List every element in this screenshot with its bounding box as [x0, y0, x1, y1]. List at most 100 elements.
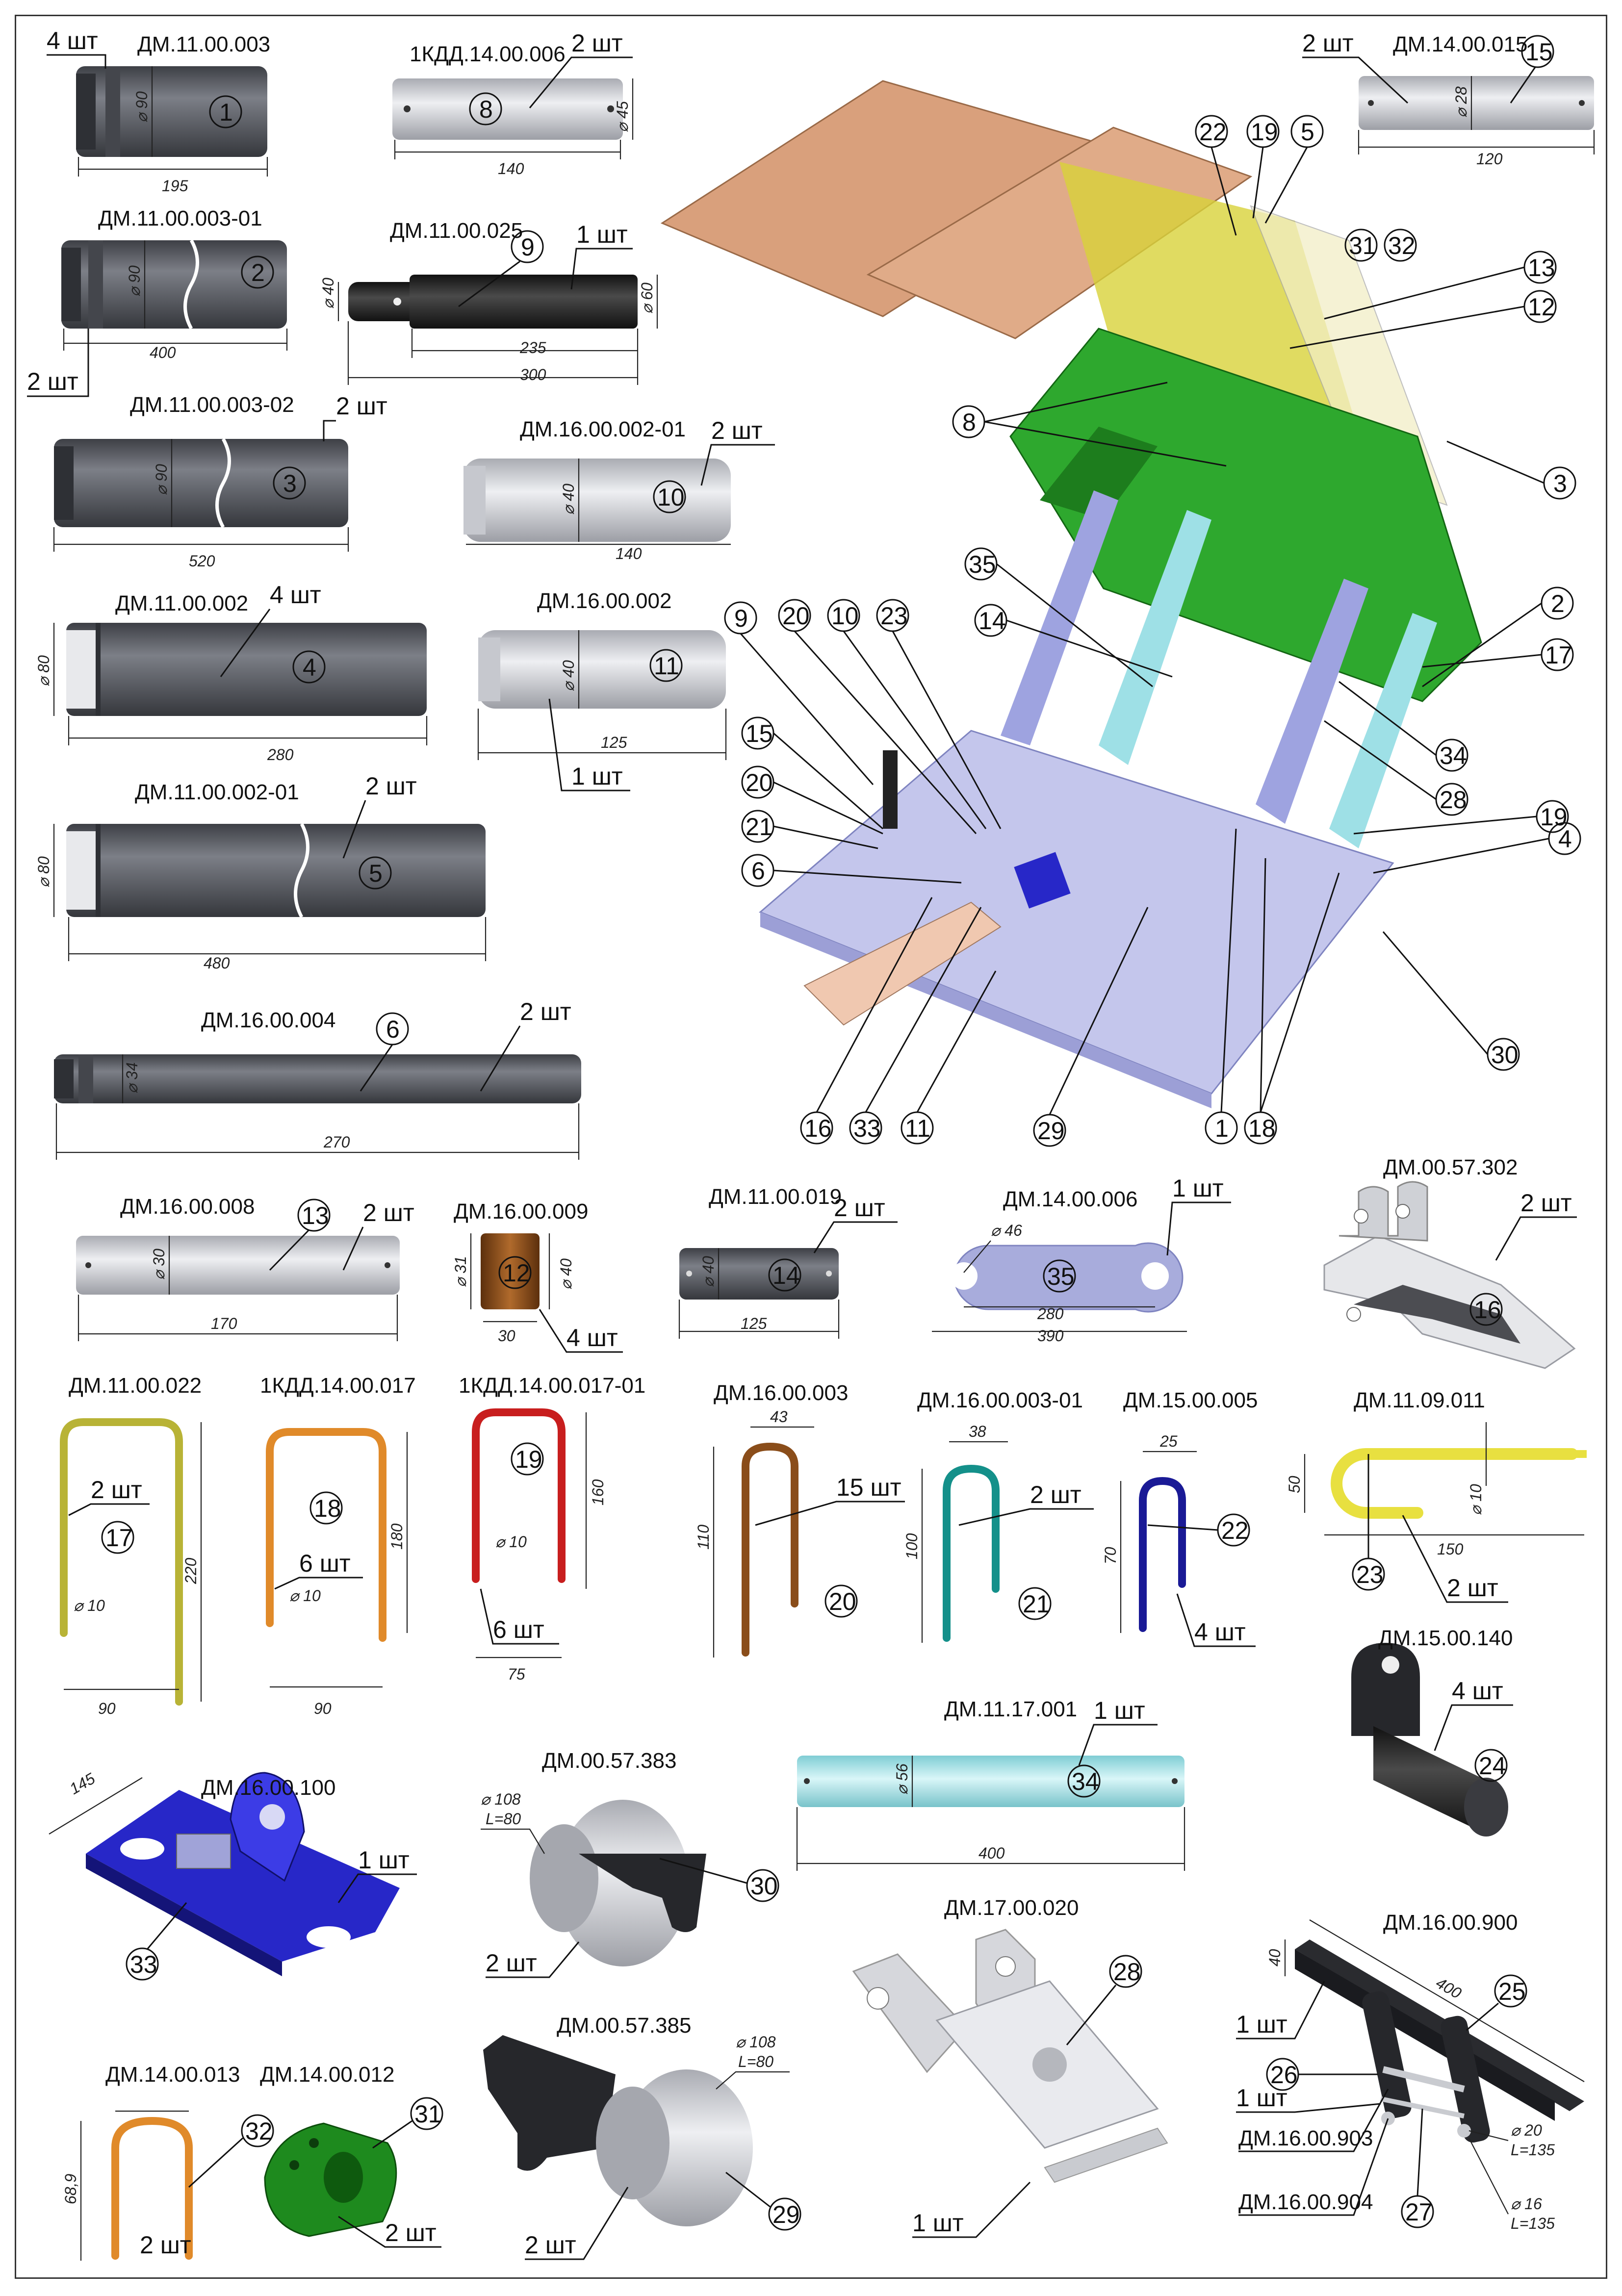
part-12-diameter-1: ⌀ 31 — [452, 1256, 469, 1287]
part-18-code: 1КДД.14.00.017 — [260, 1374, 416, 1398]
part-15-length: 120 — [1476, 150, 1503, 168]
part-9-length-2: 300 — [520, 366, 546, 383]
part-13-qty: 2 шт — [363, 1199, 414, 1226]
part-8-length: 140 — [498, 160, 524, 178]
part-20-height: 110 — [695, 1525, 712, 1550]
part-10-diameter: ⌀ 40 — [560, 484, 577, 515]
part-8-diameter: ⌀ 45 — [614, 101, 631, 132]
part-25-pin-2-length: L=135 — [1511, 2215, 1555, 2232]
part-25-pin-1-length: L=135 — [1511, 2141, 1555, 2159]
part-23-diameter: ⌀ 10 — [1467, 1484, 1485, 1515]
part-19: ⌀ 10 75 160 19 1КДД.14.00.017-01 6 шт — [459, 1374, 645, 1683]
assembly-callout-1: 1 — [1215, 1115, 1229, 1142]
part-26-number: 26 — [1270, 2061, 1298, 2089]
assembly-callout-15: 15 — [746, 720, 773, 747]
part-11-code: ДМ.16.00.002 — [537, 589, 671, 613]
part-12-diameter-2: ⌀ 40 — [557, 1258, 575, 1290]
main-assembly: 22 19 5 31 32 13 12 8 3 35 2 17 9 20 10 … — [660, 80, 1581, 1147]
part-13-code: ДМ.16.00.008 — [120, 1195, 255, 1219]
part-25-code: ДМ.16.00.900 — [1383, 1911, 1518, 1935]
part-12-qty: 4 шт — [566, 1324, 618, 1352]
sheet-frame — [15, 15, 1607, 2279]
part-11-diameter: ⌀ 40 — [560, 660, 577, 691]
part-30-length: L=80 — [486, 1810, 521, 1828]
part-30-qty: 2 шт — [486, 1949, 537, 1977]
assembly-callout-13: 13 — [1528, 254, 1555, 281]
part-24-number: 24 — [1479, 1752, 1506, 1780]
assembly-callout-2: 2 — [1551, 590, 1565, 617]
part-34-diameter: ⌀ 56 — [893, 1763, 911, 1795]
part-19-height: 160 — [589, 1479, 607, 1505]
assembly-callout-3: 3 — [1553, 470, 1567, 497]
assembly-callout-29: 29 — [1037, 1117, 1065, 1145]
assembly-callout-22: 22 — [1199, 118, 1227, 146]
part-32-number: 32 — [245, 2117, 273, 2145]
part-14-qty: 2 шт — [834, 1194, 885, 1222]
part-17-width: 90 — [98, 1700, 116, 1717]
part-18-width: 90 — [314, 1700, 332, 1717]
part-17-number: 17 — [105, 1524, 133, 1552]
part-2: 400 ⌀ 90 2 ДМ.11.00.003-01 2 шт — [27, 206, 288, 397]
part-17-qty: 2 шт — [91, 1476, 142, 1504]
part-17-height: 220 — [182, 1557, 200, 1584]
part-4-diameter: ⌀ 80 — [35, 655, 52, 687]
part-30-diameter: ⌀ 108 — [481, 1790, 521, 1808]
part-13-number: 13 — [302, 1202, 329, 1229]
part-25-subassembly-1: ДМ.16.00.903 — [1238, 2126, 1373, 2150]
part-35-length-1: 280 — [1037, 1305, 1064, 1323]
part-6-length: 270 — [323, 1133, 350, 1151]
part-4-qty: 4 шт — [270, 581, 321, 609]
part-22: 25 70 22 ДМ.15.00.005 4 шт — [1102, 1388, 1258, 1647]
assembly-callout-9: 9 — [734, 605, 748, 632]
assembly-callout-17: 17 — [1545, 641, 1572, 669]
part-6-number: 6 — [386, 1016, 400, 1043]
part-25-pin-2-diameter: ⌀ 16 — [1511, 2195, 1542, 2213]
part-21: 38 100 21 ДМ.16.00.003-01 2 шт — [903, 1388, 1094, 1643]
part-2-diameter: ⌀ 90 — [126, 265, 143, 297]
part-5-code: ДМ.11.00.002-01 — [135, 780, 299, 804]
assembly-callout-18: 18 — [1248, 1115, 1276, 1142]
part-17: ⌀ 10 90 220 17 ДМ.11.00.022 2 шт — [60, 1374, 202, 1717]
part-31-code: ДМ.14.00.012 — [260, 2063, 394, 2087]
part-9-diameter-2: ⌀ 60 — [638, 282, 656, 314]
assembly-callout-8: 8 — [962, 408, 976, 436]
part-25: 40 400 ДМ.16.00.900 25 26 27 1 шт 1 шт Д… — [1236, 1911, 1585, 2232]
part-25-height: 40 — [1266, 1949, 1284, 1966]
assembly-callout-10: 10 — [831, 602, 859, 630]
assembly-callout-35: 35 — [969, 551, 996, 578]
part-6-diameter: ⌀ 34 — [123, 1062, 141, 1094]
part-2-number: 2 — [251, 259, 265, 286]
assembly-callout-20-top: 20 — [782, 602, 810, 630]
part-32-qty: 2 шт — [140, 2231, 191, 2259]
part-24-qty: 4 шт — [1452, 1677, 1503, 1705]
part-18: ⌀ 10 90 180 18 1КДД.14.00.017 6 шт — [260, 1374, 416, 1717]
part-16: 16 ДМ.00.57.302 2 шт — [1323, 1155, 1577, 1369]
part-23-code: ДМ.11.09.011 — [1354, 1388, 1485, 1412]
part-10-code: ДМ.16.00.002-01 — [520, 417, 686, 441]
part-15-diameter: ⌀ 28 — [1452, 86, 1470, 118]
part-4-number: 4 — [303, 654, 316, 681]
part-9-diameter-1: ⌀ 40 — [319, 278, 337, 309]
part-20-code: ДМ.16.00.003 — [714, 1381, 848, 1405]
part-19-width: 75 — [508, 1665, 525, 1683]
part-4-code: ДМ.11.00.002 — [115, 591, 248, 615]
part-34-length: 400 — [978, 1844, 1005, 1862]
part-18-qty: 6 шт — [299, 1550, 351, 1577]
part-14-number: 14 — [772, 1262, 800, 1289]
part-25-number: 25 — [1498, 1978, 1526, 2005]
part-29-length: L=80 — [738, 2053, 773, 2070]
assembly-callout-11: 11 — [905, 1115, 930, 1142]
part-5-number: 5 — [369, 860, 383, 887]
assembly-callout-30: 30 — [1491, 1041, 1519, 1069]
part-34-code: ДМ.11.17.001 — [944, 1697, 1077, 1721]
part-24: 24 ДМ.15.00.140 4 шт — [1351, 1626, 1513, 1837]
part-30-number: 30 — [750, 1872, 778, 1900]
part-14: 125 ⌀ 40 14 ДМ.11.00.019 2 шт — [678, 1185, 898, 1339]
part-3-length: 520 — [189, 552, 215, 570]
part-29-diameter: ⌀ 108 — [736, 2033, 776, 2051]
part-28-number: 28 — [1113, 1958, 1141, 1986]
assembly-callout-34: 34 — [1440, 742, 1467, 769]
part-1-code: ДМ.11.00.003 — [137, 32, 270, 56]
part-10-length: 140 — [616, 545, 642, 562]
